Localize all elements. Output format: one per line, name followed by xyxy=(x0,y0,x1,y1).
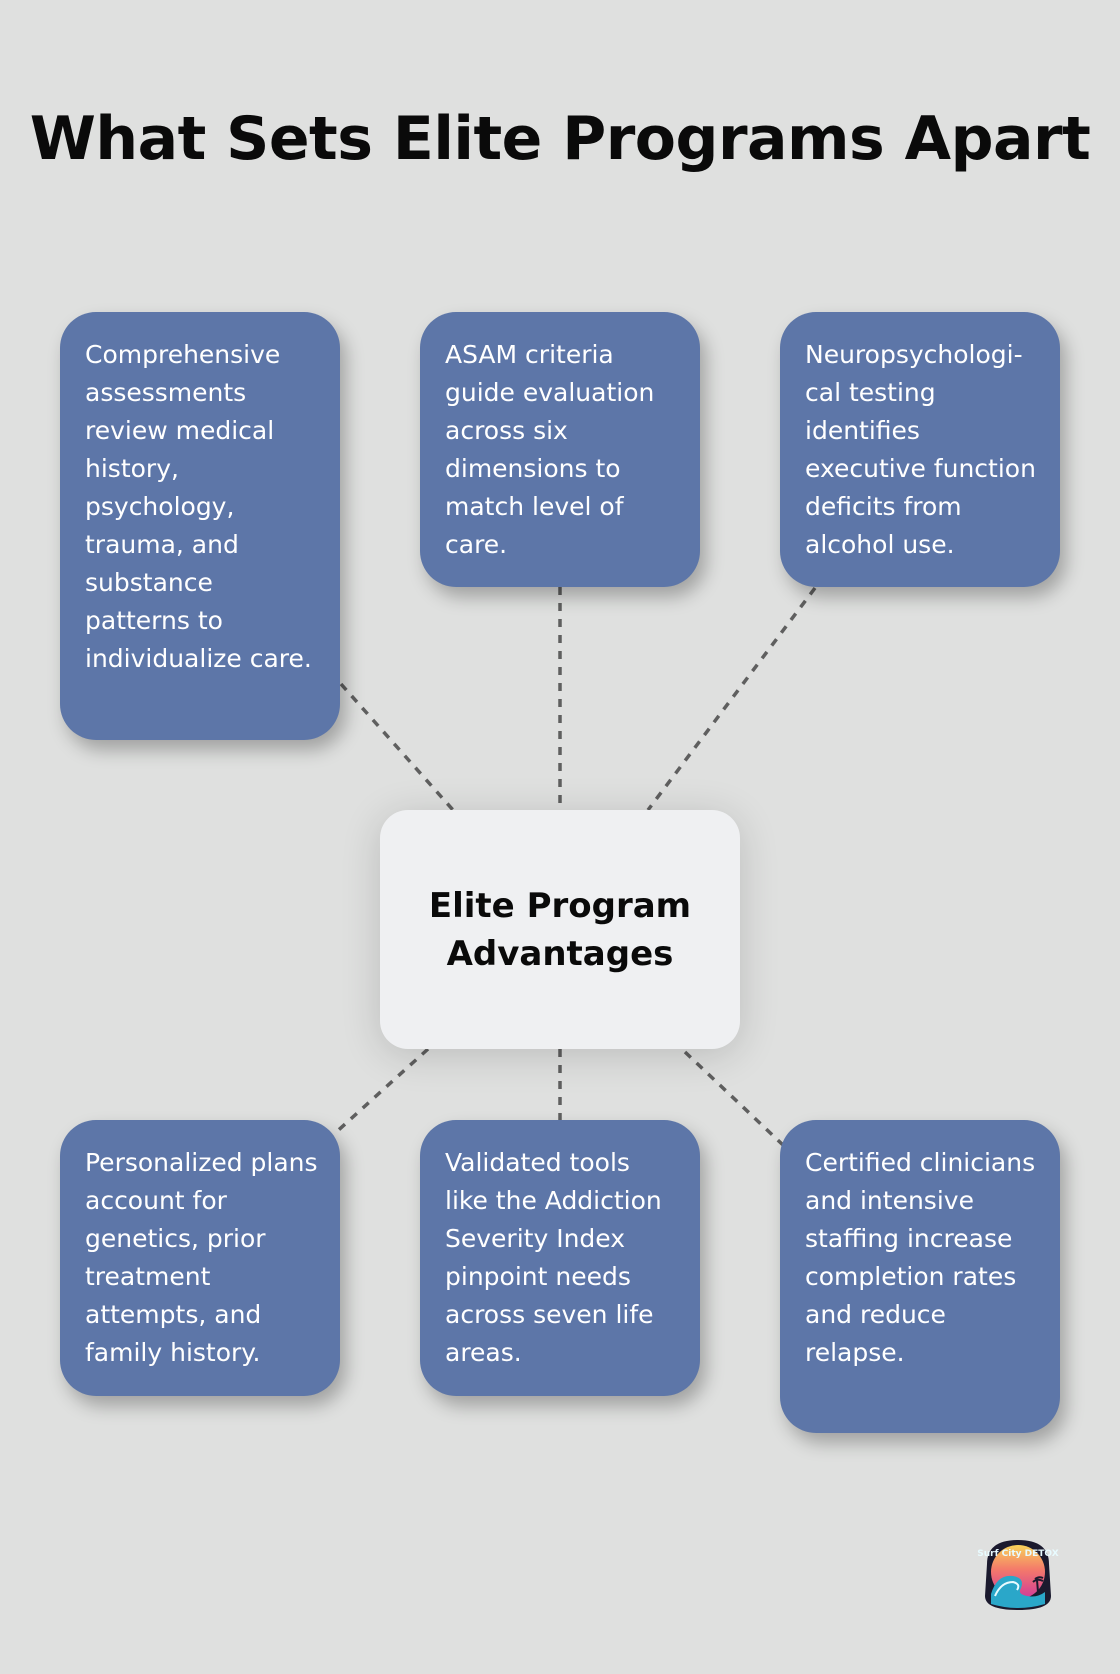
card-asam-criteria: ASAM criteria guide evaluation across si… xyxy=(420,312,700,587)
card-text: Validated tools like the Addiction Sever… xyxy=(445,1148,662,1367)
card-neuropsychological-testing: Neuropsychologi-cal testing identifies e… xyxy=(780,312,1060,587)
card-text: Comprehensive assessments review medical… xyxy=(85,340,312,673)
connector-bottom-right xyxy=(683,1050,785,1147)
center-label: Elite Program Advantages xyxy=(428,885,692,974)
connector-bottom-left xyxy=(331,1047,430,1137)
card-text: Certified clinicians and intensive staff… xyxy=(805,1148,1036,1367)
center-node: Elite Program Advantages xyxy=(380,810,740,1049)
page-title: What Sets Elite Programs Apart xyxy=(29,104,1091,174)
surf-city-detox-logo-icon: Surf City DETOX xyxy=(977,1540,1059,1610)
card-text: Personalized plans account for genetics,… xyxy=(85,1148,318,1367)
connector-top-left xyxy=(339,682,455,812)
card-validated-tools: Validated tools like the Addiction Sever… xyxy=(420,1120,700,1396)
card-comprehensive-assessments: Comprehensive assessments review medical… xyxy=(60,312,340,740)
card-personalized-plans: Personalized plans account for genetics,… xyxy=(60,1120,340,1396)
logo-text: Surf City DETOX xyxy=(977,1549,1058,1559)
connector-top-right xyxy=(646,586,817,812)
card-text: ASAM criteria guide evaluation across si… xyxy=(445,340,655,559)
card-text: Neuropsychologi-cal testing identifies e… xyxy=(805,340,1036,559)
card-certified-clinicians: Certified clinicians and intensive staff… xyxy=(780,1120,1060,1433)
